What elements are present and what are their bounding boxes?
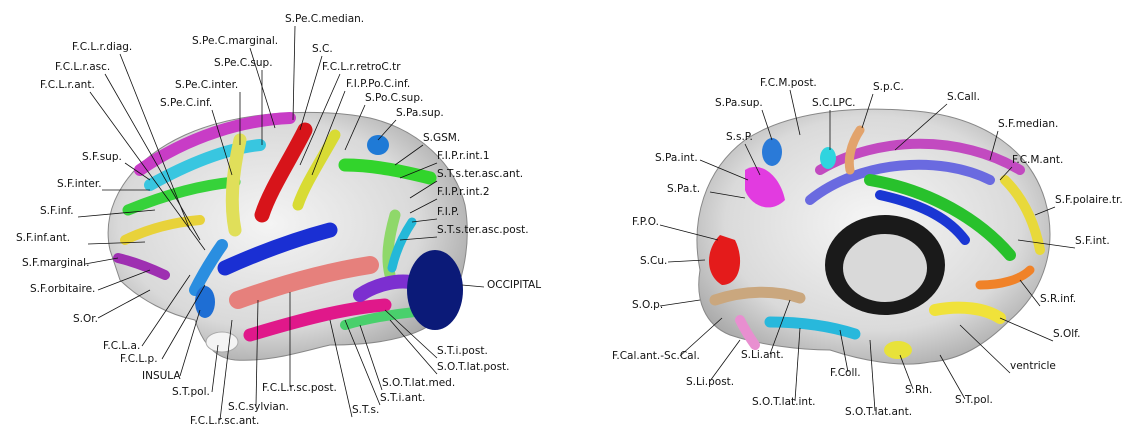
lateral-label-s-t-s-ter-asc-ant-16: S.T.s.ter.asc.ant.: [437, 168, 523, 180]
medial-label-s-c-lpc-3: S.C.LPC.: [812, 97, 856, 109]
lateral-label-s-t-pol-30: S.T.pol.: [172, 386, 210, 398]
lateral-label-s-pe-c-inter-8: S.Pe.C.inter.: [175, 79, 238, 91]
medial-label-f-coll-21: F.Coll.: [830, 367, 861, 379]
medial-hemisphere: [697, 109, 1050, 364]
occipital-region: [407, 250, 463, 330]
pa-sup-blob: [367, 135, 389, 155]
medial-label-s-o-t-lat-int-24: S.O.T.lat.int.: [752, 396, 816, 408]
lateral-label-f-c-l-p-28: F.C.L.p.: [120, 353, 158, 365]
medial-label-s-pa-t-9: S.Pa.t.: [667, 183, 700, 195]
medial-label-s-li-ant-18: S.Li.ant.: [741, 349, 784, 361]
lateral-leader-s-f-marginal-23: [85, 258, 118, 264]
lateral-label-s-f-orbitaire-25: S.F.orbitaire.: [30, 283, 95, 295]
lateral-label-insula-29: INSULA: [142, 370, 181, 382]
lateral-label-s-c-3: S.C.: [312, 43, 333, 55]
lateral-label-s-f-marginal-23: S.F.marginal.: [22, 257, 89, 269]
lateral-label-f-i-p-r-int-2-18: F.I.P.r.int.2: [437, 186, 490, 198]
medial-label-s-rh-22: S.Rh.: [905, 384, 932, 396]
medial-label-s-olf-16: S.Olf.: [1053, 328, 1080, 340]
lateral-label-f-i-p-r-int-1-15: F.I.P.r.int.1: [437, 150, 490, 162]
medial-leader-s-t-pol-23: [940, 355, 965, 399]
medial-label-s-f-polaire-tr-10: S.F.polaire.tr.: [1055, 194, 1123, 206]
lateral-leader-s-or-26: [98, 290, 150, 318]
lateral-leader-occipital-24: [462, 285, 484, 287]
medial-label-s-o-t-lat-ant-25: S.O.T.lat.ant.: [845, 406, 912, 418]
medial-leader-s-li-post-20: [710, 340, 740, 381]
medial-label-s-t-pol-23: S.T.pol.: [955, 394, 993, 406]
lateral-label-s-pe-c-sup-5: S.Pe.C.sup.: [214, 57, 273, 69]
lateral-label-s-f-inf-19: S.F.inf.: [40, 205, 74, 217]
tpol-blob: [206, 332, 238, 352]
lateral-label-s-or-26: S.Or.: [73, 313, 98, 325]
lateral-label-s-f-sup-14: S.F.sup.: [82, 151, 122, 163]
lateral-label-s-pe-c-marginal-2: S.Pe.C.marginal.: [192, 35, 278, 47]
lateral-label-s-t-i-ant-35: S.T.i.ant.: [380, 392, 425, 404]
lateral-label-s-po-c-sup-10: S.Po.C.sup.: [365, 92, 423, 104]
clpc-cyan: [820, 147, 836, 169]
lateral-label-s-o-t-lat-post-32: S.O.T.lat.post.: [437, 361, 510, 373]
lateral-label-s-t-i-post-31: S.T.i.post.: [437, 345, 488, 357]
lateral-label-s-t-s-37: S.T.s.: [352, 404, 379, 416]
pa-sup-blue: [762, 138, 782, 166]
medial-label-s-li-post-20: S.Li.post.: [686, 376, 734, 388]
lateral-label-s-c-sylvian-36: S.C.sylvian.: [228, 401, 289, 413]
medial-leader-s-o-p-15: [660, 300, 700, 306]
lateral-label-s-pe-c-median-0: S.Pe.C.median.: [285, 13, 364, 25]
lateral-label-s-f-inf-ant-22: S.F.inf.ant.: [16, 232, 70, 244]
lateral-leader-s-pe-c-median-0: [293, 26, 295, 120]
lateral-label-f-i-p-20: F.I.P.: [437, 206, 459, 218]
lateral-label-f-c-l-r-sc-post-34: F.C.L.r.sc.post.: [262, 382, 337, 394]
lateral-label-s-pe-c-inf-11: S.Pe.C.inf.: [160, 97, 212, 109]
lateral-hemisphere: [108, 112, 467, 360]
medial-label-s-f-median-5: S.F.median.: [998, 118, 1058, 130]
lateral-label-s-f-inter-17: S.F.inter.: [57, 178, 102, 190]
insula-blob: [195, 286, 215, 318]
medial-label-f-c-m-ant-8: F.C.M.ant.: [1012, 154, 1063, 166]
medial-label-s-o-p-15: S.O.p.: [632, 299, 663, 311]
medial-label-f-cal-ant-sc-cal-17: F.Cal.ant.-Sc.Cal.: [612, 350, 700, 362]
medial-label-f-p-o-11: F.P.O.: [632, 216, 659, 228]
lateral-label-f-i-p-po-c-inf-9: F.I.P.Po.C.inf.: [346, 78, 410, 90]
medial-label-s-p-c-1: S.p.C.: [873, 81, 904, 93]
lateral-label-s-pa-sup-12: S.Pa.sup.: [396, 107, 444, 119]
medial-label-s-s-p-6: S.s.P.: [726, 131, 753, 143]
medial-label-s-r-inf-14: S.R.inf.: [1040, 293, 1076, 305]
lateral-label-occipital-24: OCCIPITAL: [487, 279, 541, 291]
medial-label-s-call-4: S.Call.: [947, 91, 980, 103]
medial-label-s-f-int-12: S.F.int.: [1075, 235, 1110, 247]
medial-label-s-pa-sup-2: S.Pa.sup.: [715, 97, 763, 109]
lateral-label-f-c-l-r-asc-4: F.C.L.r.asc.: [55, 61, 110, 73]
medial-label-ventricle-19: ventricle: [1010, 360, 1056, 372]
sulcus-precentral: [232, 140, 240, 230]
ventricle-interior: [843, 234, 927, 302]
medial-label-s-cu-13: S.Cu.: [640, 255, 667, 267]
rh-yellow: [884, 341, 912, 359]
lateral-label-s-t-s-ter-asc-post-21: S.T.s.ter.asc.post.: [437, 224, 529, 236]
lateral-label-s-gsm-13: S.GSM.: [423, 132, 460, 144]
medial-label-f-c-m-post-0: F.C.M.post.: [760, 77, 817, 89]
lateral-label-f-c-l-r-retroc-tr-6: F.C.L.r.retroC.tr: [322, 61, 401, 73]
lateral-label-f-c-l-a-27: F.C.L.a.: [103, 340, 140, 352]
lateral-label-f-c-l-r-diag-1: F.C.L.r.diag.: [72, 41, 132, 53]
lateral-leader-insula-29: [180, 310, 200, 376]
lateral-label-f-c-l-r-ant-7: F.C.L.r.ant.: [40, 79, 95, 91]
lateral-label-f-c-l-r-sc-ant-38: F.C.L.r.sc.ant.: [190, 415, 259, 427]
medial-leader-s-olf-16: [1000, 318, 1053, 341]
medial-label-s-pa-int-7: S.Pa.int.: [655, 152, 698, 164]
lateral-label-s-o-t-lat-med-33: S.O.T.lat.med.: [382, 377, 455, 389]
